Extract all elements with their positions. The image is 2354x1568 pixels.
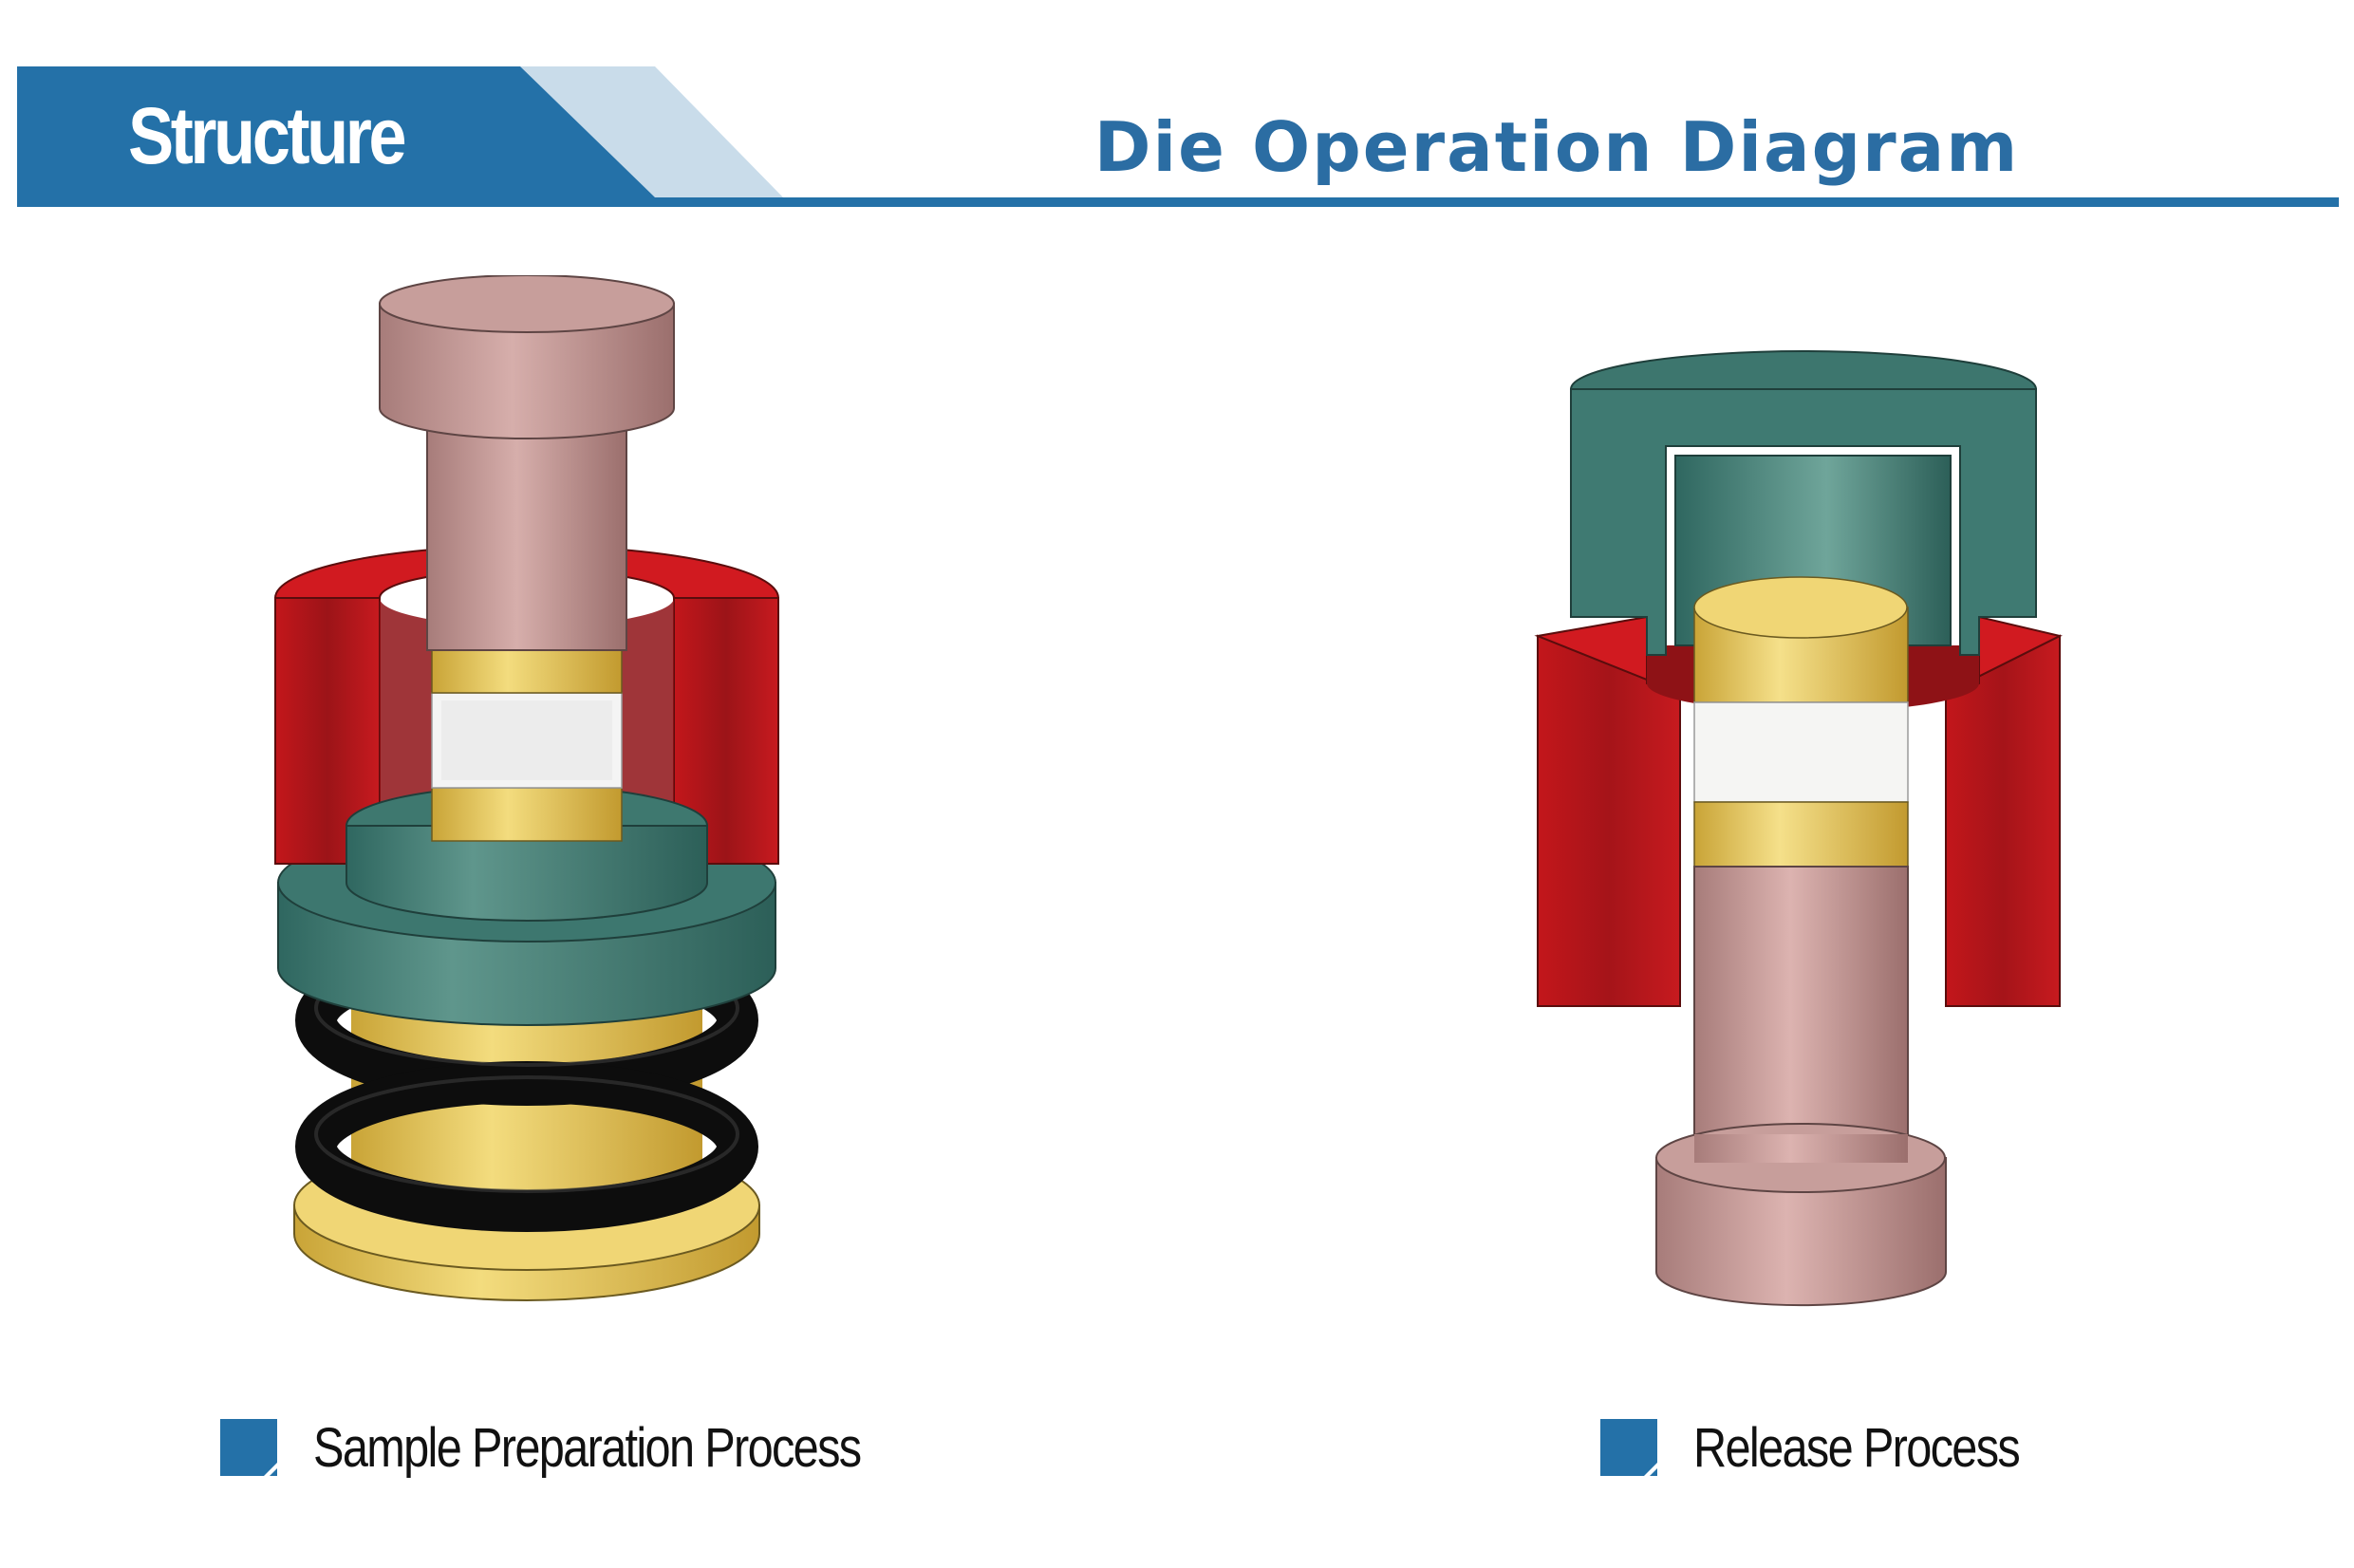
punch-base bbox=[1655, 1123, 1947, 1307]
square-bullet-icon bbox=[1600, 1419, 1657, 1476]
release-process-diagram bbox=[1509, 332, 2117, 1338]
sample-layer bbox=[431, 692, 623, 789]
caption-sample-preparation: Sample Preparation Process bbox=[220, 1409, 964, 1485]
caption-label: Sample Preparation Process bbox=[313, 1416, 862, 1479]
sample-layer bbox=[1693, 701, 1909, 803]
release-cap bbox=[1569, 350, 2038, 656]
banner-graphic bbox=[17, 66, 2339, 207]
banner-tab bbox=[17, 66, 655, 197]
square-bullet-icon bbox=[220, 1419, 277, 1476]
upper-gold-ring bbox=[1693, 576, 1909, 703]
lower-gold-ring bbox=[431, 787, 623, 842]
punch-shaft bbox=[1693, 866, 1909, 1143]
section-tab-label: Structure bbox=[128, 91, 407, 180]
sample-preparation-diagram bbox=[247, 275, 807, 1357]
page-title: Die Operation Diagram bbox=[1093, 107, 2020, 187]
upper-gold-ring bbox=[431, 649, 623, 694]
punch-head bbox=[379, 275, 675, 439]
banner-underline bbox=[17, 197, 2339, 207]
banner-accent-light bbox=[513, 66, 783, 197]
lower-gold-ring bbox=[1693, 801, 1909, 868]
caption-release: Release Process bbox=[1600, 1409, 2081, 1485]
header-banner bbox=[0, 0, 2354, 228]
caption-label: Release Process bbox=[1693, 1416, 2021, 1479]
